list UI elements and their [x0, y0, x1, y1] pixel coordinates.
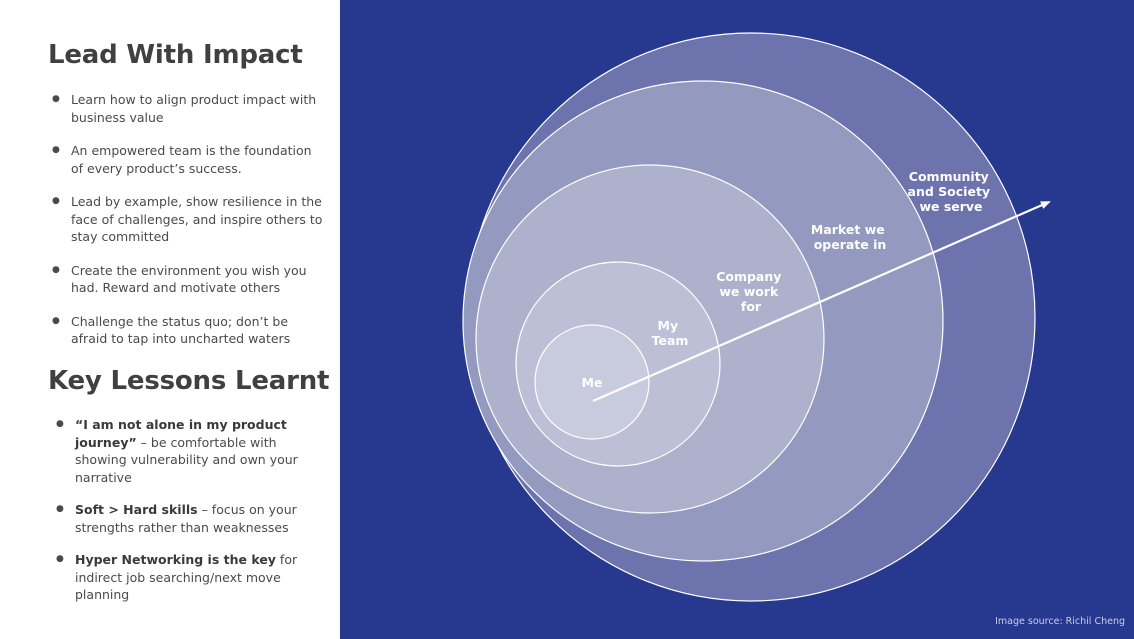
lesson-item: Hyper Networking is the key for indirect… [56, 551, 325, 604]
growth-arrow [592, 200, 1051, 403]
lesson-bold: “I am not alone in my product journey” [75, 417, 287, 450]
impact-heading: Lead With Impact [48, 40, 303, 70]
impact-item: Learn how to align product impact with b… [52, 91, 327, 126]
concentric-circles-diagram: Me My Team Company we work for Market we… [462, 32, 1051, 602]
lessons-list: “I am not alone in my product journey” –… [56, 416, 325, 619]
label-company-line: Company [716, 269, 781, 284]
label-company-line: we work [719, 284, 779, 299]
label-team-line: My [658, 318, 679, 333]
lesson-rest: for indirect job searching/next move pla… [75, 552, 298, 602]
label-company: Company we work for [716, 269, 786, 314]
lesson-rest: – focus on your strengths rather than we… [75, 502, 297, 535]
left-panel: Lead With Impact Learn how to align prod… [0, 0, 340, 639]
impact-item: Create the environment you wish you had.… [52, 262, 327, 297]
label-community-line: and Society [908, 184, 991, 199]
label-community: Community and Society we serve [908, 169, 995, 214]
lessons-heading: Key Lessons Learnt [48, 366, 330, 396]
lesson-rest: – be comfortable with showing vulnerabil… [75, 434, 298, 485]
label-market: Market we operate in [811, 222, 889, 252]
label-team-line: Team [652, 333, 689, 348]
image-source-credit: Image source: Richil Cheng [995, 616, 1125, 627]
label-team: My Team [652, 318, 689, 348]
circle-me [534, 324, 650, 440]
impact-list: Learn how to align product impact with b… [52, 91, 327, 364]
label-market-line: operate in [814, 237, 887, 252]
label-market-line: Market we [811, 222, 885, 237]
impact-item: An empowered team is the foundation of e… [52, 142, 327, 177]
impact-item: Lead by example, show resilience in the … [52, 193, 327, 246]
lesson-item: Soft > Hard skills – focus on your stren… [56, 501, 325, 536]
label-company-line: for [741, 299, 762, 314]
impact-diagram: Me My Team Company we work for Market we… [340, 0, 1134, 639]
label-community-line: we serve [919, 199, 982, 214]
lesson-bold: Hyper Networking is the key [75, 552, 276, 567]
lesson-bold: Soft > Hard skills [75, 502, 198, 517]
label-community-line: Community [909, 169, 989, 184]
label-me: Me [582, 375, 603, 390]
impact-item: Challenge the status quo; don’t be afrai… [52, 313, 327, 348]
lesson-item: “I am not alone in my product journey” –… [56, 416, 325, 486]
